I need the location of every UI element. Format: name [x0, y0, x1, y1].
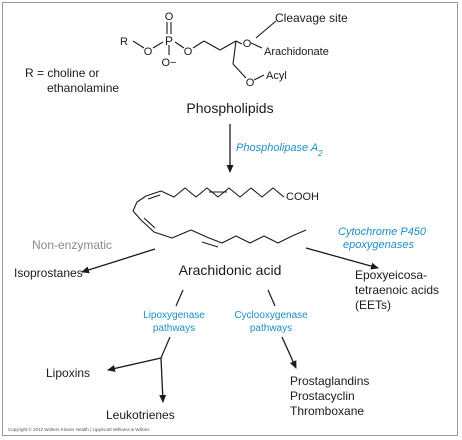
phospholipase-subscript: 2: [317, 149, 323, 158]
figure-frame: [2, 2, 458, 436]
r-definition-line2: ethanolamine: [47, 81, 119, 95]
lipoxygenase-label-line1: Lipoxygenase: [143, 310, 205, 321]
phospholipase-text: Phospholipase A: [236, 142, 318, 154]
eets-label-line2: tetraenoic acids: [355, 283, 439, 297]
phospholipase-label: Phospholipase A2: [236, 142, 323, 158]
cooh-label: COOH: [286, 191, 319, 203]
double-bond: [201, 241, 219, 248]
non-enzymatic-label: Non-enzymatic: [32, 238, 112, 252]
arachidonate-label: Arachidonate: [264, 46, 329, 58]
isoprostanes-label: Isoprostanes: [14, 266, 83, 280]
o-atom-label: O: [246, 77, 255, 89]
carbon-chain-upper: [132, 187, 285, 212]
lipoxygenase-stem-upper: [175, 289, 184, 307]
bond-o-acyl: [253, 74, 265, 81]
cox-products-arrow: [281, 336, 297, 369]
carbon-chain-lower: [132, 210, 307, 244]
acyl-label: Acyl: [266, 70, 287, 82]
eets-label-line1: Epoxyeicosa-: [355, 268, 427, 282]
bond-p-o-ester: [174, 41, 185, 49]
arachidonic-acid-structure: [132, 187, 307, 248]
bond-o-p: [152, 41, 164, 49]
bond-glycerol-2: [219, 40, 237, 51]
double-bond: [147, 194, 161, 200]
bond-o-arachidonate: [250, 42, 263, 49]
lipoxygenase-label-line2: pathways: [153, 323, 195, 334]
cyclooxygenase-stem-upper: [267, 289, 276, 307]
o-atom-label: O: [243, 38, 252, 50]
cox-products-line1: Prostaglandins: [290, 374, 369, 388]
o-atom-label: O: [184, 46, 193, 58]
bond-c2-o: [235, 40, 243, 45]
lipoxins-label: Lipoxins: [46, 366, 90, 380]
cox-products-line2: Prostacyclin: [290, 389, 355, 403]
cleavage-pointer: [255, 20, 277, 39]
r-definition-line1: R = choline or: [25, 66, 99, 80]
bond-c2-c3: [232, 40, 237, 65]
o-atom-label: O: [144, 46, 153, 58]
cleavage-site-label: Cleavage site: [275, 11, 348, 25]
cyp-arrow: [305, 247, 379, 270]
phospholipids-label: Phospholipids: [186, 100, 273, 116]
lipoxygenase-stem-lower: [160, 336, 171, 359]
bond-o-ch2: [192, 40, 205, 49]
bond-c3-o: [232, 63, 247, 79]
eets-label-line3: (EETs): [355, 298, 391, 312]
leukotrienes-label: Leukotrienes: [106, 408, 175, 422]
cyp-label-line2: epoxygenases: [343, 239, 414, 251]
arachidonic-acid-label: Arachidonic acid: [179, 262, 282, 278]
r-atom-label: R: [120, 36, 128, 48]
leukotrienes-arrow: [159, 357, 167, 403]
o-atom-label: O: [165, 11, 174, 23]
p-atom-label: P: [165, 34, 173, 48]
double-bond: [143, 217, 156, 229]
cyp-label-line1: Cytochrome P450: [338, 226, 427, 238]
cyclooxygenase-label-line1: Cyclooxygenase: [234, 310, 308, 321]
bond-glycerol-1: [203, 40, 221, 51]
o-minus-atom-label: O−: [162, 57, 177, 69]
bond-r-o: [132, 40, 145, 49]
phospholipid-structure: [132, 20, 277, 81]
copyright-notice: Copyright © 2012 Wolters Kluwer Health |…: [8, 426, 150, 432]
non-enzymatic-arrow: [81, 248, 156, 274]
cox-products-line3: Thromboxane: [290, 404, 364, 418]
lipoxins-arrow: [107, 357, 162, 372]
cyclooxygenase-label-line2: pathways: [250, 323, 292, 334]
